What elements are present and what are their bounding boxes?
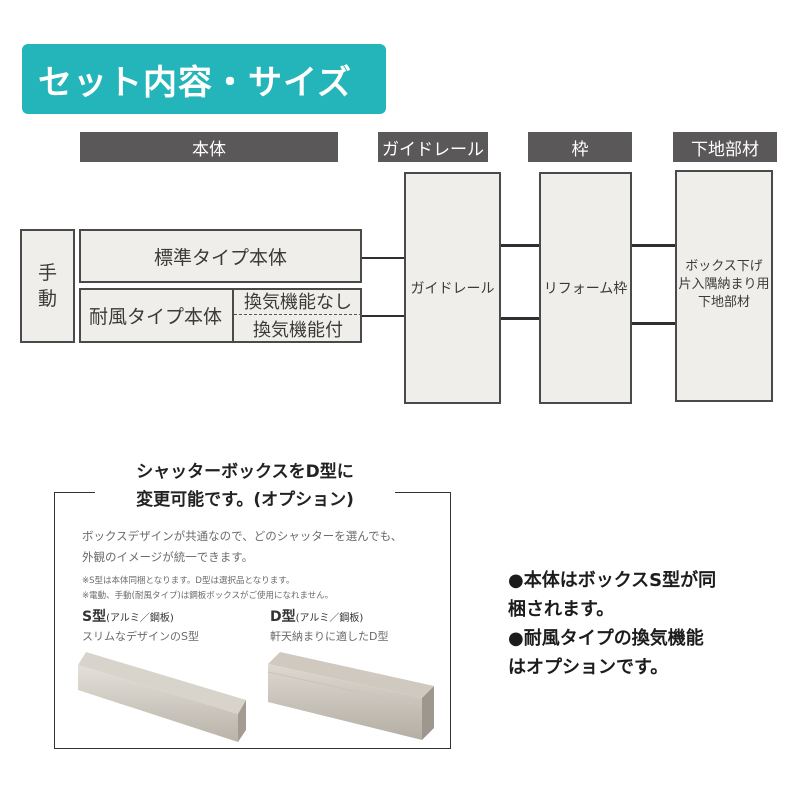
base-material-line2: 片入隅納まり用 <box>678 277 770 292</box>
option-heading-line2: 変更可能です。(オプション) <box>136 490 354 510</box>
option-note2: ※電動、手動(耐風タイプ)は鋼板ボックスがご使用になれません。 <box>82 591 334 601</box>
manual-label-char1: 手 <box>37 262 57 284</box>
connector-frame-base-2 <box>632 322 675 325</box>
d-type-title: D型(アルミ／鋼板) <box>270 606 363 626</box>
notes: ●本体はボックスS型が同 梱されます。 ●耐風タイプの換気機能 はオプションです… <box>508 566 778 682</box>
base-material-line3: 下地部材 <box>697 295 750 310</box>
note-line3: ●耐風タイプの換気機能 <box>508 628 704 649</box>
d-type-desc: 軒天納まりに適したD型 <box>270 630 389 643</box>
connector-windproof <box>362 315 404 317</box>
vent-none-label: 換気機能なし <box>234 288 362 315</box>
s-type-box-image <box>78 650 248 745</box>
option-desc-line1: ボックスデザインが共通なので、どのシャッターを選んでも、 <box>82 529 403 543</box>
option-heading: シャッターボックスをD型に 変更可能です。(オプション) <box>95 458 395 518</box>
s-type-desc: スリムなデザインのS型 <box>82 630 199 643</box>
connector-standard <box>362 257 404 259</box>
connector-frame-base-1 <box>632 244 675 247</box>
base-material-box: ボックス下げ 片入隅納まり用 下地部材 <box>675 170 773 402</box>
standard-body-box: 標準タイプ本体 <box>79 229 362 283</box>
s-type-name: S型 <box>82 609 107 625</box>
connector-rail-frame-2 <box>501 317 539 320</box>
s-type-material: (アルミ／鋼板) <box>106 613 174 624</box>
windproof-body-label: 耐風タイプ本体 <box>79 288 234 343</box>
d-type-name: D型 <box>270 609 296 625</box>
option-desc-line2: 外観のイメージが統一できます。 <box>82 550 254 564</box>
header-guide-rail: ガイドレール <box>378 132 488 162</box>
frame-box: リフォーム枠 <box>539 172 632 404</box>
s-type-title: S型(アルミ／鋼板) <box>82 606 174 626</box>
note-line2: 梱されます。 <box>508 599 615 620</box>
header-body: 本体 <box>80 132 338 162</box>
section-title: セット内容・サイズ <box>22 44 386 114</box>
header-base-material: 下地部材 <box>673 132 777 162</box>
d-type-box-image <box>266 650 438 745</box>
d-type-material: (アルミ／鋼板) <box>295 613 364 624</box>
header-frame: 枠 <box>528 132 632 162</box>
windproof-body-box <box>79 288 362 343</box>
guide-rail-box: ガイドレール <box>404 172 501 404</box>
manual-label: 手 動 <box>20 229 75 343</box>
note-line1: ●本体はボックスS型が同 <box>508 570 717 591</box>
base-material-line1: ボックス下げ <box>685 259 763 274</box>
manual-label-char2: 動 <box>37 288 57 310</box>
option-heading-line1: シャッターボックスをD型に <box>136 462 354 482</box>
connector-rail-frame-1 <box>501 244 539 247</box>
note-line4: はオプションです。 <box>508 657 669 678</box>
vent-with-label: 換気機能付 <box>253 320 343 341</box>
option-note1: ※S型は本体同梱となります。D型は選択品となります。 <box>82 576 295 586</box>
